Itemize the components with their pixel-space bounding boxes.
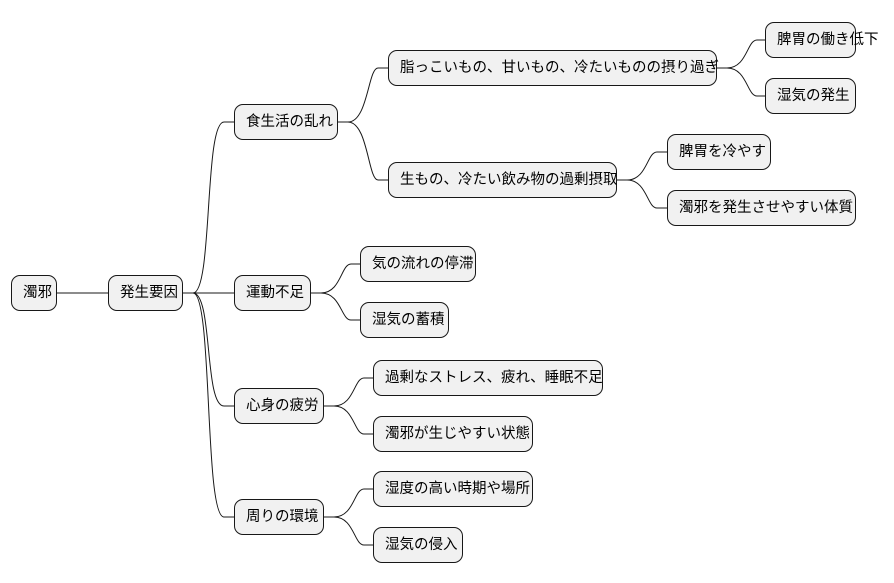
leaf-node-turbid-prone-state: 濁邪が生じやすい状態 <box>373 416 533 452</box>
connector-raw-child-0 <box>617 151 667 181</box>
connector-environment-child-0 <box>324 488 373 518</box>
leaf-node-humid-places: 湿度の高い時期や場所 <box>373 471 533 507</box>
connector-oily-child-1 <box>717 67 765 97</box>
leaf-node-turbid-constitution: 濁邪を発生させやすい体質 <box>667 190 856 226</box>
leaf-node-oily-foods: 脂っこいもの、甘いもの、冷たいものの摂り過ぎ <box>388 50 719 86</box>
branch-node-environment: 周りの環境 <box>234 499 324 535</box>
leaf-node-spleen-decline: 脾胃の働き低下 <box>765 22 879 58</box>
connector-raw-child-1 <box>617 179 667 209</box>
connector-cause-branch-0 <box>183 121 234 294</box>
leaf-node-dampness-arise: 湿気の発生 <box>765 78 856 114</box>
connector-diet-child-0 <box>338 67 388 123</box>
leaf-node-stress-sleep: 過剰なストレス、疲れ、睡眠不足 <box>373 360 603 396</box>
connector-fatigue-child-1 <box>324 405 373 435</box>
connector-cause-branch-2 <box>183 292 234 407</box>
connector-diet-child-1 <box>338 121 388 181</box>
branch-node-diet: 食生活の乱れ <box>234 104 338 140</box>
leaf-node-raw-foods: 生もの、冷たい飲み物の過剰摂取 <box>388 162 618 198</box>
branch-node-exercise: 運動不足 <box>234 275 311 311</box>
leaf-node-cool-spleen: 脾胃を冷やす <box>667 134 771 170</box>
connector-environment-child-1 <box>324 516 373 546</box>
leaf-node-dampness-buildup: 湿気の蓄積 <box>360 302 449 338</box>
root-node: 濁邪 <box>11 275 57 311</box>
branch-node-fatigue: 心身の疲労 <box>234 388 324 424</box>
connector-exercise-child-0 <box>311 263 360 294</box>
cause-node: 発生要因 <box>108 275 183 311</box>
connector-fatigue-child-0 <box>324 377 373 407</box>
leaf-node-qi-stagnation: 気の流れの停滞 <box>360 246 476 282</box>
connector-exercise-child-1 <box>311 292 360 321</box>
leaf-node-dampness-invasion: 湿気の侵入 <box>373 527 463 563</box>
connector-oily-child-0 <box>717 39 765 69</box>
connector-cause-branch-3 <box>183 292 234 518</box>
